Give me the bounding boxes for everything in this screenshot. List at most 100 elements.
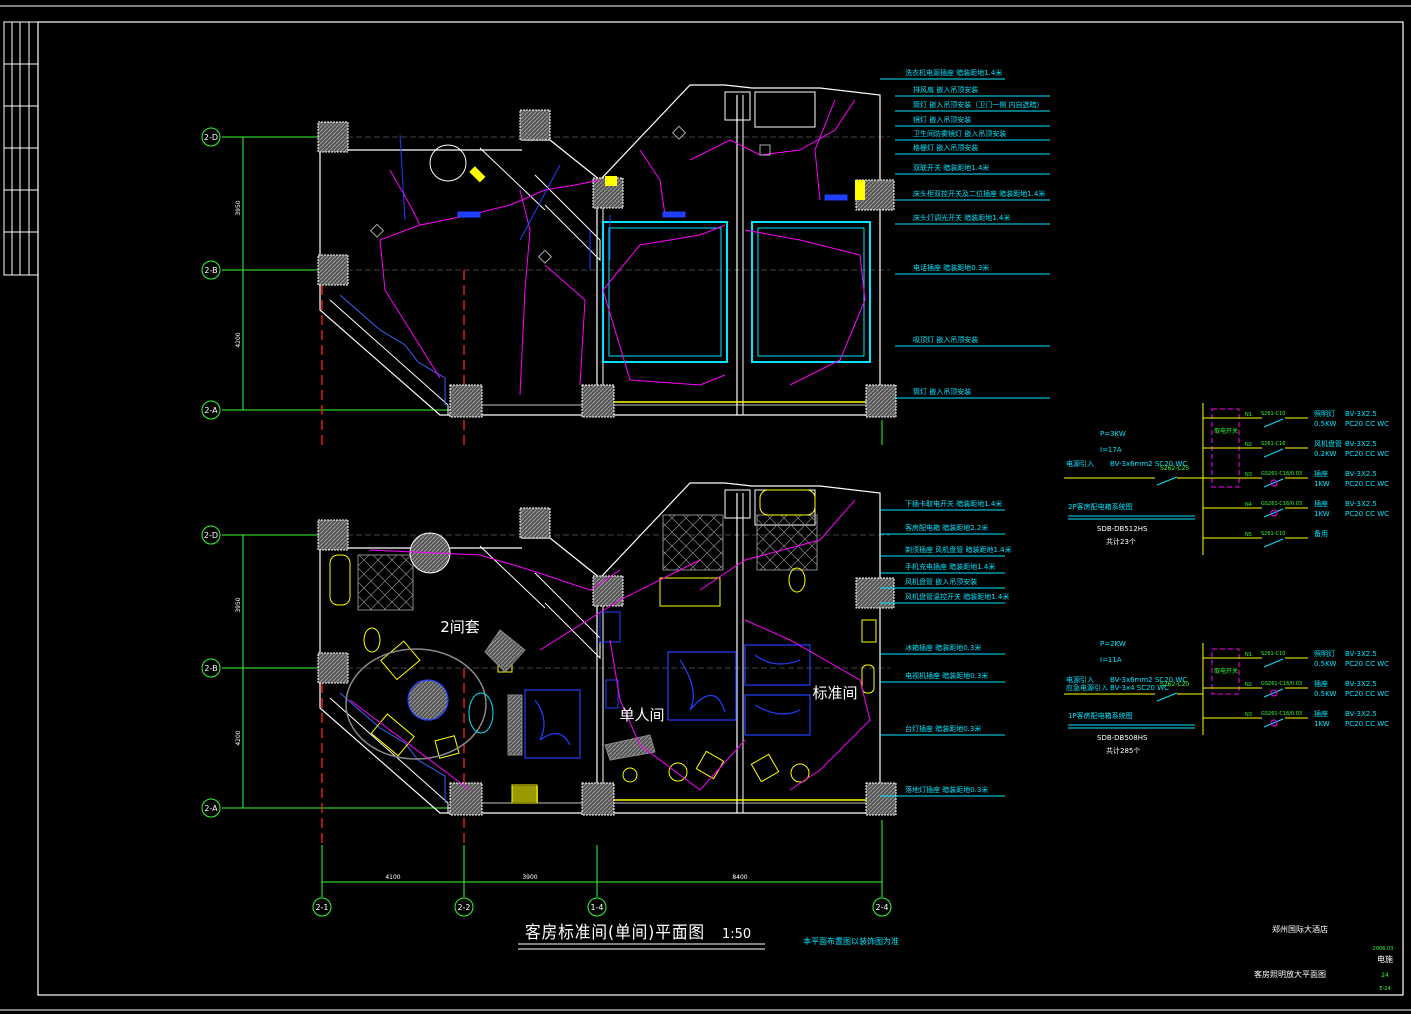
- axis-bubble: [201, 127, 221, 147]
- legend-label: 风机盘管温控开关 暗装距地1.4米: [905, 592, 1009, 601]
- panel-model: SDB-DB508HS: [1097, 734, 1148, 742]
- circuit-id: N5: [1245, 532, 1252, 538]
- axis-label: 2-B: [204, 664, 217, 673]
- dimension-labels: 3950 4200 3950 4200 4100 3900 8400: [235, 200, 748, 881]
- circuit-conduit: PC20 CC WC: [1345, 480, 1389, 488]
- card-switch-label: 取电开关: [1214, 427, 1238, 435]
- legend-label: 剃须插座 风机盘管 暗装距地1.4米: [905, 545, 1012, 554]
- plan-note: 本平面布置图以装饰图为准: [803, 936, 899, 946]
- legend-label: 风机盘管 嵌入吊顶安装: [905, 577, 977, 586]
- col-dim-2: 3900: [522, 874, 537, 881]
- sheet-name: 客房照明放大平面图: [1254, 969, 1326, 979]
- axis-label: 2-4: [875, 903, 888, 912]
- plan-scale: 1:50: [722, 927, 751, 942]
- circuit-breaker: GS261-C16/0.03: [1261, 501, 1302, 507]
- legend-label: 下插卡取电开关 暗装距地1.4米: [905, 499, 1002, 508]
- circuit-id: N3: [1245, 472, 1252, 478]
- panel-count: 共计285个: [1106, 746, 1140, 755]
- row-dim-2-lower: 4200: [235, 730, 242, 745]
- breaker-symbol: [1263, 418, 1284, 428]
- axis-label: 2-1: [315, 903, 328, 912]
- circuit-id: N1: [1245, 652, 1252, 658]
- legend-label: 格栅灯 嵌入吊顶安装: [913, 143, 978, 152]
- legend-label: 床头灯调光开关 暗装距地1.4米: [913, 213, 1010, 222]
- rcd-symbol: [1270, 689, 1278, 697]
- legend-label: 镜灯 嵌入吊顶安装: [913, 115, 971, 124]
- panel-title: 2P客房配电箱系统图: [1068, 502, 1133, 511]
- circuit-cable: BV-3X2.5: [1345, 440, 1377, 448]
- breaker-symbol: [1263, 718, 1284, 728]
- circuit-load: 照明灯: [1314, 409, 1335, 418]
- title-block: 郑州国际大酒店 客房照明放大平面图 2006.03 电施 24 E-24: [1254, 924, 1393, 992]
- legend-label: 筒灯 嵌入吊顶安装: [913, 387, 971, 396]
- row-dim-2: 4200: [235, 332, 242, 347]
- circuit-breaker: S261-C10: [1261, 531, 1285, 537]
- legend-label: 台灯插座 暗装距地0.3米: [905, 724, 981, 733]
- legend-label: 卫生间防雾镜灯 嵌入吊顶安装: [913, 129, 1006, 138]
- axis-label: 2-A: [204, 804, 218, 813]
- circuit-id: N1: [1245, 412, 1252, 418]
- circuit-cable: BV-3X2.5: [1345, 680, 1377, 688]
- circuit-id: N4: [1245, 502, 1252, 508]
- legend-label: 客房配电箱 暗装距地2.2米: [905, 523, 988, 532]
- circuit-cable: BV-3X2.5: [1345, 500, 1377, 508]
- circuit-power: 0.5KW: [1314, 690, 1336, 698]
- panel-feed-cable2: BV-3x4 SC20 WC: [1110, 684, 1169, 692]
- panel-current: I=17A: [1100, 446, 1122, 454]
- circuit-power: 0.5KW: [1314, 420, 1336, 428]
- col-dim-3: 8400: [732, 874, 747, 881]
- circuit-id: N2: [1245, 442, 1252, 448]
- sheet-discipline: 电施: [1377, 954, 1393, 964]
- circuit-load: 插座: [1314, 709, 1328, 718]
- project-name: 郑州国际大酒店: [1272, 924, 1328, 934]
- circuit-conduit: PC20 CC WC: [1345, 690, 1389, 698]
- room-label-single: 单人间: [619, 706, 664, 724]
- panel-current: I=11A: [1100, 656, 1122, 664]
- circuit-power: 1KW: [1314, 720, 1330, 728]
- legend-label: 手机充电插座 暗装距地1.4米: [905, 562, 995, 571]
- circuit-conduit: PC20 CC WC: [1345, 720, 1389, 728]
- circuit-breaker: GS261-C16/0.03: [1261, 681, 1302, 687]
- legend-label: 洗衣机电源插座 暗装距地1.4米: [905, 68, 1002, 77]
- sheet-number: 24: [1381, 972, 1389, 979]
- circuit-load: 备用: [1314, 529, 1328, 538]
- rcd-symbol: [1270, 479, 1278, 487]
- axis-bubble: [872, 897, 892, 917]
- main-breaker-symbol: [1156, 476, 1178, 486]
- axis-bubble: [201, 260, 221, 280]
- beds: [524, 644, 811, 759]
- card-switch-box: [1211, 648, 1240, 695]
- sheet-date: 2006.03: [1373, 946, 1394, 952]
- circuit-conduit: PC20 CC WC: [1345, 660, 1389, 668]
- panel-feed-cable: BV-3x6mm2 SC20 WC: [1110, 460, 1187, 468]
- axis-label: 2-D: [204, 531, 218, 540]
- col-dim-1: 4100: [385, 874, 400, 881]
- row-dim-1-lower: 3950: [235, 597, 242, 612]
- legend-label: 吸顶灯 嵌入吊顶安装: [913, 335, 978, 344]
- legend-label: 双联开关 暗装距地1.4米: [913, 163, 989, 172]
- circuit-conduit: PC20 CC WC: [1345, 510, 1389, 518]
- axis-bubble: [201, 658, 221, 678]
- legend-label: 电话插座 暗装距地0.3米: [913, 263, 989, 272]
- breaker-symbol: [1263, 688, 1284, 698]
- panel-power: P=3KW: [1100, 430, 1126, 438]
- legend-label: 排风扇 嵌入吊顶安装: [913, 85, 978, 94]
- circuit-power: 0.5KW: [1314, 660, 1336, 668]
- revision-strip: [3, 21, 39, 276]
- plan-title-text: 客房标准间(单间)平面图: [525, 923, 705, 943]
- rcd-symbol: [1270, 509, 1278, 517]
- grid-lines: [222, 136, 890, 897]
- rcd-symbol: [1270, 719, 1278, 727]
- circuit-load: 插座: [1314, 469, 1328, 478]
- axis-label: 2-A: [204, 406, 218, 415]
- circuit-breaker: GS261-C16/0.03: [1261, 711, 1302, 717]
- main-breaker-label: S262-C20: [1160, 681, 1189, 688]
- panel-count: 共计23个: [1106, 537, 1136, 546]
- bed-area-right: [751, 221, 871, 363]
- power-wiring: [349, 499, 871, 791]
- axis-bubble: [312, 897, 332, 917]
- main-breaker-label: S262-C25: [1160, 465, 1189, 472]
- legend-label: 冰箱插座 暗装距地0.3米: [905, 643, 981, 652]
